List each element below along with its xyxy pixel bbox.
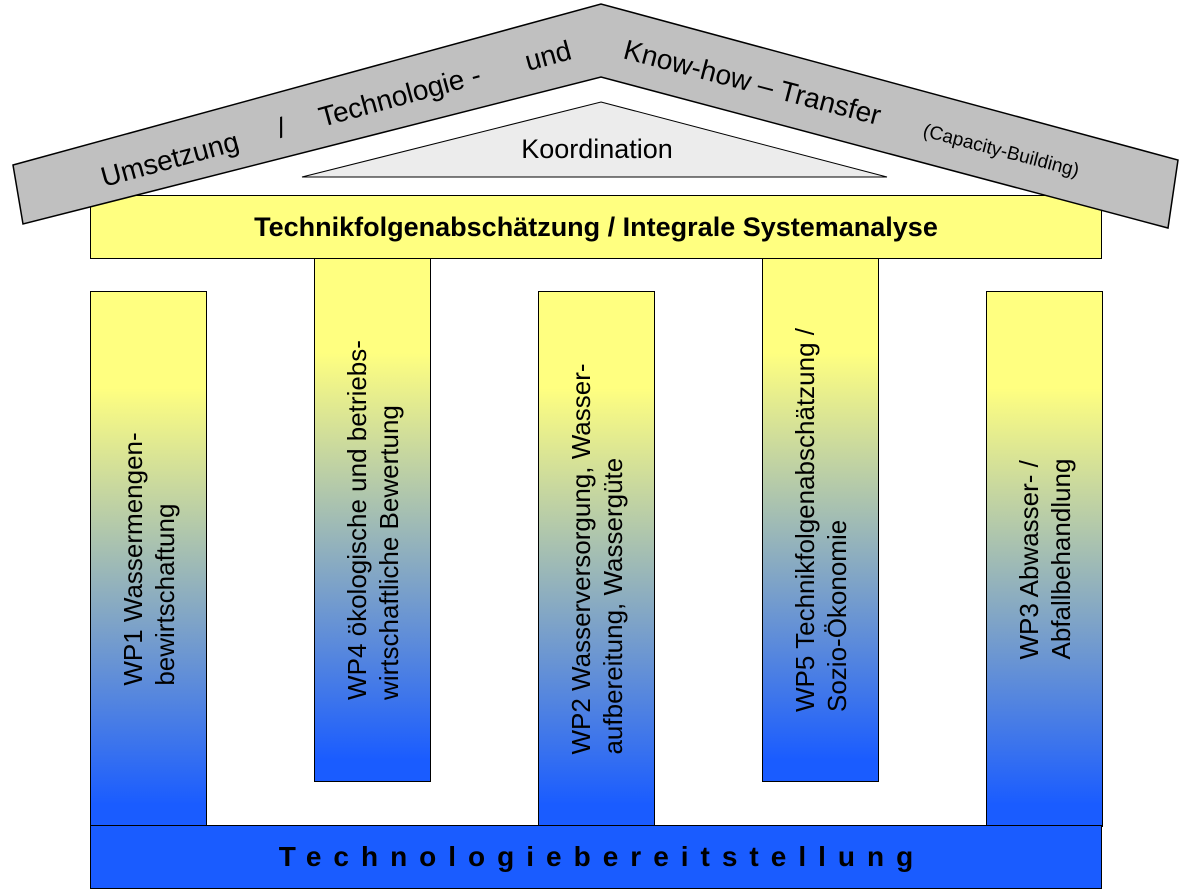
pillar-wp2-text: WP2 Wasserversorgung, Wasser- aufbereitu…	[565, 363, 629, 754]
pillar-wp1: WP1 Wassermengen- bewirtschaftung	[90, 291, 207, 827]
pillar-wp4: WP4 ökologische und betriebs- wirtschaft…	[314, 258, 431, 782]
pillar-wp4-line1: WP4 ökologische und betriebs-	[341, 340, 372, 700]
pillar-wp3-text: WP3 Abwasser- / Abfallbehandlung	[1013, 459, 1077, 660]
coordination-label: Koordination	[521, 134, 673, 164]
roof-graphic: Umsetzung / Technologie - und Know-how –…	[12, 3, 1179, 229]
pillar-wp1-line1: WP1 Wassermengen-	[117, 432, 148, 686]
pillar-wp4-line2: wirtschaftliche Bewertung	[373, 405, 404, 700]
pillar-wp4-text: WP4 ökologische und betriebs- wirtschaft…	[341, 340, 405, 700]
beam-label: Technikfolgenabschätzung / Integrale Sys…	[254, 211, 938, 242]
pillar-wp3-line1: WP3 Abwasser- /	[1013, 460, 1044, 660]
foundation-technology-provision: Technologiebereitstellung	[90, 825, 1102, 889]
roof-shape	[12, 3, 1179, 229]
pillar-wp2-line1: WP2 Wasserversorgung, Wasser-	[565, 363, 596, 755]
pillar-wp2: WP2 Wasserversorgung, Wasser- aufbereitu…	[538, 291, 655, 827]
pillar-wp5-text: WP5 Technikfolgenabschätzung / Sozio-Öko…	[789, 328, 853, 712]
beam-system-analysis: Technikfolgenabschätzung / Integrale Sys…	[90, 195, 1102, 259]
pillar-wp5-line1: WP5 Technikfolgenabschätzung /	[789, 328, 820, 712]
pillar-wp1-line2: bewirtschaftung	[149, 503, 180, 686]
pillar-wp5-line2: Sozio-Ökonomie	[821, 519, 852, 712]
pillar-wp3: WP3 Abwasser- / Abfallbehandlung	[986, 291, 1103, 827]
pillar-wp3-line2: Abfallbehandlung	[1045, 458, 1076, 660]
pillar-wp2-line2: aufbereitung, Wassergüte	[597, 457, 628, 755]
foundation-label: Technologiebereitstellung	[278, 841, 926, 872]
pillar-wp5: WP5 Technikfolgenabschätzung / Sozio-Öko…	[762, 258, 879, 782]
coordination-triangle	[301, 101, 888, 178]
pillar-wp1-text: WP1 Wassermengen- bewirtschaftung	[117, 432, 181, 685]
